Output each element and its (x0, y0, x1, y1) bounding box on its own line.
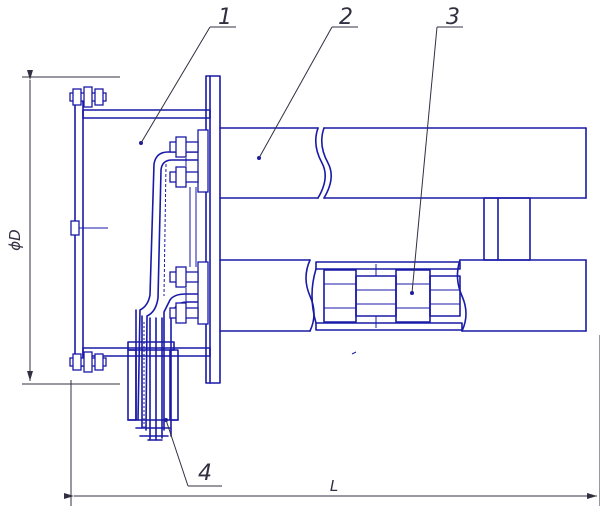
bolt-bottom-left (69, 351, 107, 373)
cutaway-internals (311, 261, 463, 331)
bolt-top-left (69, 86, 107, 108)
lead-channel (137, 151, 199, 437)
diameter-label: ϕD (6, 229, 24, 250)
label-3: 3 (446, 5, 460, 30)
leader-3: 3 (410, 5, 463, 295)
lower-tube (219, 259, 587, 332)
label-4: 4 (198, 461, 212, 486)
flange-bolts-lower (169, 261, 209, 325)
length-dimension: L (64, 335, 600, 506)
leader-1: 1 (139, 5, 236, 145)
upper-tube (219, 127, 587, 199)
label-2: 2 (339, 5, 353, 30)
leader-2: 2 (257, 5, 358, 160)
label-1: 1 (218, 5, 232, 30)
flange-bolts-upper (169, 129, 209, 193)
housing (70, 75, 221, 384)
leader-4: 4 (164, 418, 222, 487)
cable-bundle (127, 309, 179, 441)
diameter-dimension: ϕD (6, 70, 120, 385)
connector-block (483, 197, 531, 261)
length-label: L (330, 477, 338, 495)
